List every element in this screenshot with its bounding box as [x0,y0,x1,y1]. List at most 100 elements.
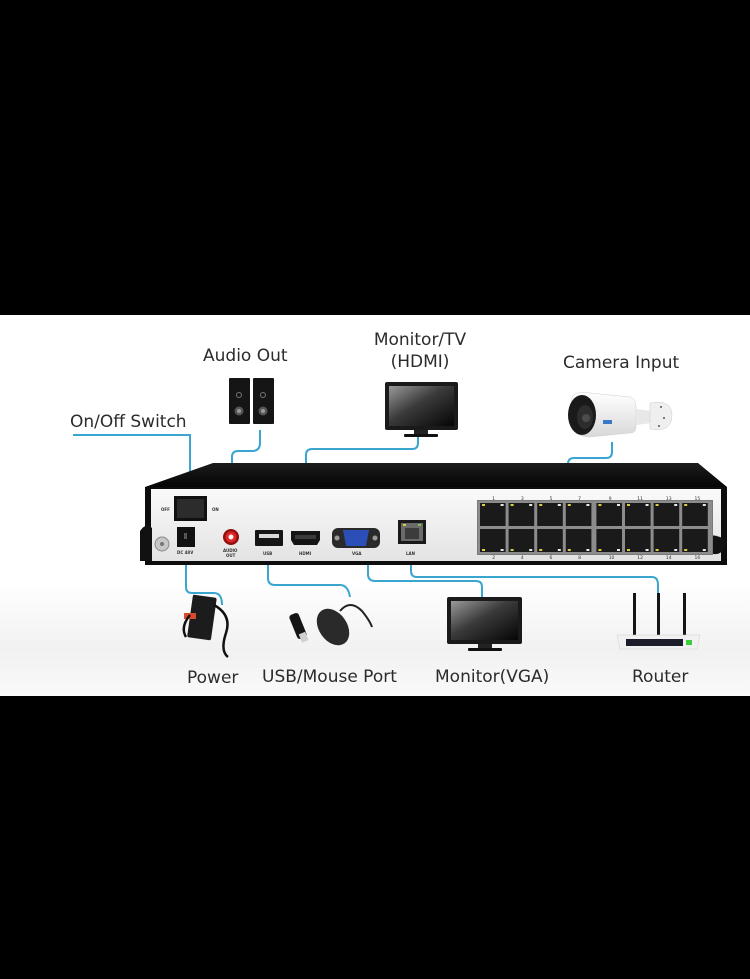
panel-label-audio-2: OUT [226,553,236,558]
port-led [598,504,602,506]
port-led [510,504,514,506]
port-led [567,504,571,506]
panel-label-usb: USB [263,551,272,556]
label-on-off-switch: On/Off Switch [70,412,187,432]
port-led [500,504,504,506]
port-led [510,549,514,551]
port-led [539,504,543,506]
port-number-bottom: 4 [521,555,524,561]
port-number-top: 5 [550,496,553,502]
power-adapter-icon [182,594,229,658]
port-number-top: 15 [695,496,701,502]
usb-mouse-icon [289,604,373,646]
poe-port [508,503,535,526]
panel-label-on: ON [212,507,219,512]
port-number-bottom: 6 [550,555,553,561]
vga-monitor-icon [447,597,522,651]
port-led [539,549,543,551]
port-number-top: 7 [578,496,581,502]
port-led [598,549,602,551]
panel-label-hdmi: HDMI [299,551,312,556]
port-number-top: 13 [666,496,672,502]
poe-port [480,503,506,526]
port-number-bottom: 12 [637,555,643,561]
port-led [617,504,620,506]
port-number-bottom: 8 [578,555,581,561]
poe-port [537,503,563,526]
poe-port [565,529,592,552]
port-led [702,504,706,506]
poe-port [682,529,708,552]
label-monitor-hdmi-line1: Monitor/TV [373,330,467,350]
port-led [627,549,630,551]
line-power [185,550,223,606]
line-audio-out [231,430,261,520]
port-led [674,504,678,506]
label-camera-input: Camera Input [563,353,680,373]
label-router: Router [632,667,689,687]
poe-port [537,529,563,552]
port-led [529,549,533,551]
poe-port [480,529,506,552]
port-number-top: 3 [521,496,524,502]
port-number-top: 11 [637,496,643,502]
camera-icon [568,392,673,438]
port-led [645,504,649,506]
connection-diagram: OFF ON DC 48V AUDIO OUT USB HDMI VGA LAN… [0,315,750,696]
poe-port [653,503,680,526]
panel-label-audio-1: AUDIO [223,548,238,553]
line-lan [410,560,659,593]
nvr-rear-panel [140,487,727,565]
port-number-bottom: 10 [609,555,615,561]
port-led [617,549,620,551]
port-led [674,549,678,551]
port-led [482,504,485,506]
poe-port [625,529,651,552]
poe-port [596,503,622,526]
speakers-icon [229,378,274,424]
port-number-bottom: 16 [695,555,701,561]
poe-port [625,503,651,526]
port-led [645,549,649,551]
port-led [586,549,590,551]
line-hdmi [305,433,419,528]
label-monitor-hdmi: Monitor/TV (HDMI) [370,329,470,373]
port-led [557,549,561,551]
label-monitor-hdmi-line2: (HDMI) [390,352,450,372]
port-led [655,504,659,506]
poe-port [596,529,622,552]
port-led [567,549,571,551]
poe-port [682,503,708,526]
poe-port [565,503,592,526]
port-number-bottom: 14 [666,555,672,561]
port-led [684,504,688,506]
router-icon [616,593,701,650]
line-usb [267,560,351,598]
line-camera [567,442,613,507]
label-audio-out: Audio Out [203,346,288,366]
poe-port-block [477,500,713,555]
panel-labels: OFF ON DC 48V AUDIO OUT USB HDMI VGA LAN… [161,496,701,561]
label-usb-mouse: USB/Mouse Port [262,667,397,687]
poe-port [508,529,535,552]
port-number-top: 9 [609,496,612,502]
port-led [627,504,630,506]
label-monitor-vga: Monitor(VGA) [435,667,550,687]
panel-label-vga: VGA [352,551,362,556]
panel-label-lan: LAN [406,551,415,556]
port-led [655,549,659,551]
port-led [586,504,590,506]
port-number-top: 1 [492,496,495,502]
port-led [500,549,504,551]
port-led [482,549,485,551]
port-led [684,549,688,551]
panel-label-dc: DC 48V [177,550,194,555]
port-led [557,504,561,506]
port-led [529,504,533,506]
port-number-bottom: 2 [492,555,495,561]
label-power: Power [187,668,239,688]
diagram-graphics [73,378,727,658]
hdmi-monitor-icon [385,382,458,437]
poe-port [653,529,680,552]
line-vga [367,565,483,597]
